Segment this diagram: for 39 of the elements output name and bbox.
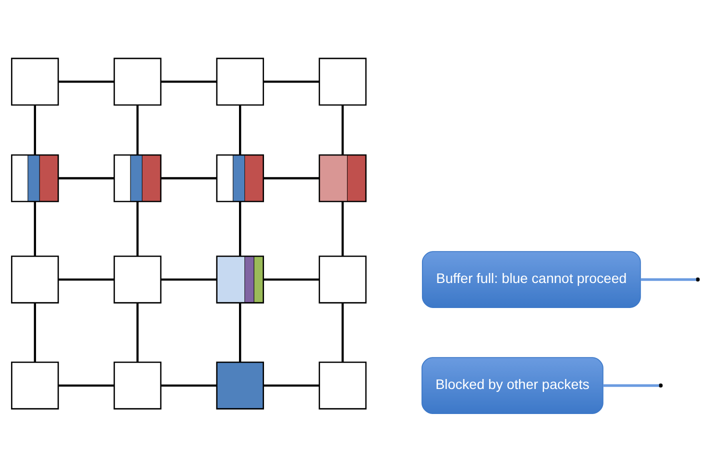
connector [58, 278, 114, 281]
connector [161, 278, 217, 281]
connector [161, 80, 217, 83]
node-box [11, 256, 59, 304]
node-box: Buffer full: blue cannot proceed [422, 251, 641, 308]
connector [342, 202, 344, 256]
connector [342, 303, 344, 362]
connector [58, 177, 114, 180]
connector [34, 105, 36, 155]
connector [136, 202, 139, 256]
connector [342, 105, 344, 155]
node-box [216, 58, 264, 106]
connector [136, 303, 139, 362]
connector [161, 384, 217, 387]
node-box [11, 58, 59, 106]
connector [58, 80, 114, 83]
node-box [318, 362, 367, 410]
connector [264, 278, 320, 281]
node-box [114, 362, 162, 410]
connector [640, 278, 696, 281]
connector [264, 177, 320, 180]
node-box [216, 362, 264, 410]
node-box [11, 362, 59, 410]
connector [239, 105, 242, 155]
node-box [318, 256, 367, 304]
node-box: Blocked by other packets [422, 357, 604, 414]
connector [58, 384, 114, 387]
connector [264, 384, 320, 387]
node-box [114, 256, 162, 304]
connector [136, 105, 139, 155]
connector [603, 384, 660, 387]
connector [161, 177, 217, 180]
connector [239, 303, 242, 362]
connector [34, 303, 36, 362]
connector [264, 80, 320, 83]
node-box [318, 58, 367, 106]
node-box [114, 58, 162, 106]
connector [239, 202, 242, 256]
connector [34, 202, 36, 256]
